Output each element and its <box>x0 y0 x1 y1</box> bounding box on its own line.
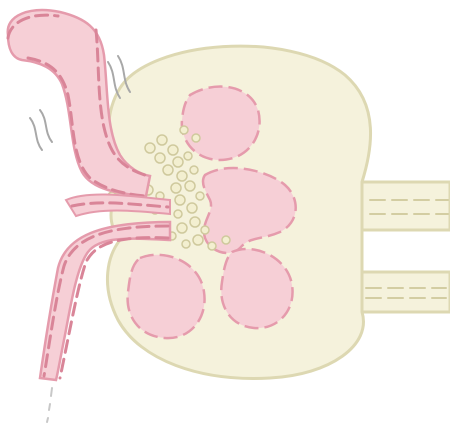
calyx-upper <box>182 87 260 160</box>
tubule-extensions <box>356 182 450 312</box>
tubule-extension-upper <box>360 182 450 230</box>
tubule-extension-lower <box>356 272 450 312</box>
drip-dashes <box>47 388 52 422</box>
